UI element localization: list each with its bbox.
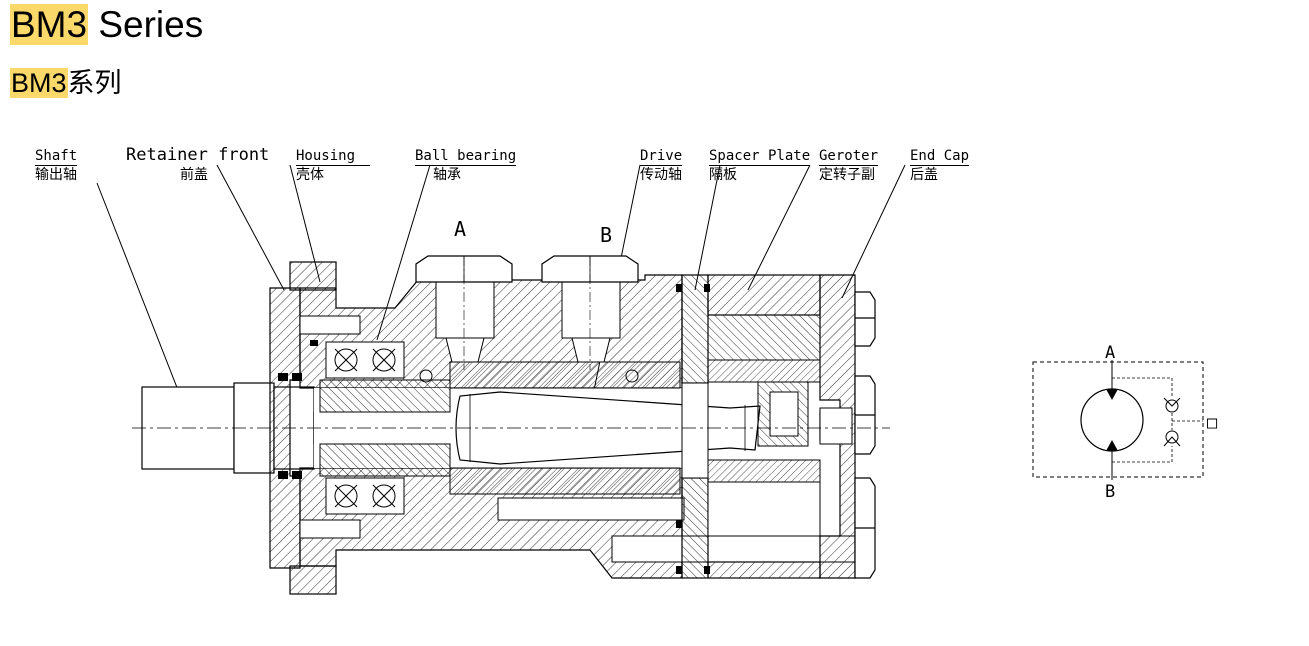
label-spacer-plate-cn: 隔板: [709, 167, 737, 183]
page-subtitle: BM3系列: [10, 66, 122, 100]
triangle-bottom-icon: [1106, 440, 1118, 451]
label-geroter-cn: 定转子副: [819, 167, 875, 183]
label-ball-bearing-en: Ball bearing: [415, 148, 517, 166]
ball-bearings: [334, 348, 639, 508]
shaft-hub: [319, 361, 681, 495]
label-shaft: Shaft 输出轴: [35, 148, 78, 184]
hydraulic-symbol: A B □: [1032, 343, 1218, 502]
title-code-highlight: BM3: [10, 4, 89, 45]
label-retainer-front-en: Retainer front: [126, 145, 270, 165]
label-end-cap-cn: 后盖: [910, 167, 938, 183]
port-b-label: B: [600, 223, 612, 247]
label-housing: Housing 壳体: [296, 148, 370, 184]
end-cap-bolts: [854, 291, 876, 579]
label-shaft-cn: 输出轴: [35, 167, 77, 183]
label-shaft-en: Shaft: [35, 148, 78, 166]
symbol-b-label: B: [1105, 482, 1115, 502]
spacer-plate: [681, 274, 709, 579]
subtitle-text: 系列: [67, 68, 122, 98]
subtitle-code-highlight: BM3: [10, 68, 68, 98]
label-spacer-plate-en: Spacer Plate: [709, 148, 811, 166]
symbol-a-label: A: [1105, 343, 1115, 363]
label-geroter-en: Geroter: [819, 148, 879, 166]
label-drive-en: Drive: [640, 148, 683, 166]
label-spacer-plate: Spacer Plate 隔板: [709, 148, 811, 184]
end-cap: [819, 274, 856, 579]
triangle-top-icon: [1106, 389, 1118, 400]
title-text: Series: [88, 4, 204, 45]
label-housing-en: Housing: [296, 148, 370, 166]
label-retainer-front: Retainer front 前盖: [126, 146, 269, 184]
symbol-drain-label: □: [1207, 413, 1218, 433]
geroter: [707, 274, 821, 579]
label-ball-bearing-cn: 轴承: [433, 167, 461, 183]
page-title: BM3 Series: [10, 4, 203, 46]
label-drive-cn: 传动轴: [640, 167, 682, 183]
port-a-label: A: [454, 217, 466, 241]
symbol-frame: [1032, 361, 1204, 478]
label-retainer-front-cn: 前盖: [180, 167, 208, 183]
label-end-cap-en: End Cap: [910, 148, 970, 166]
label-drive: Drive 传动轴: [640, 148, 683, 184]
label-geroter: Geroter 定转子副: [819, 148, 879, 184]
label-ball-bearing: Ball bearing 轴承: [415, 148, 517, 184]
port-plugs: [415, 255, 639, 283]
label-end-cap: End Cap 后盖: [910, 148, 970, 184]
label-housing-cn: 壳体: [296, 167, 324, 183]
